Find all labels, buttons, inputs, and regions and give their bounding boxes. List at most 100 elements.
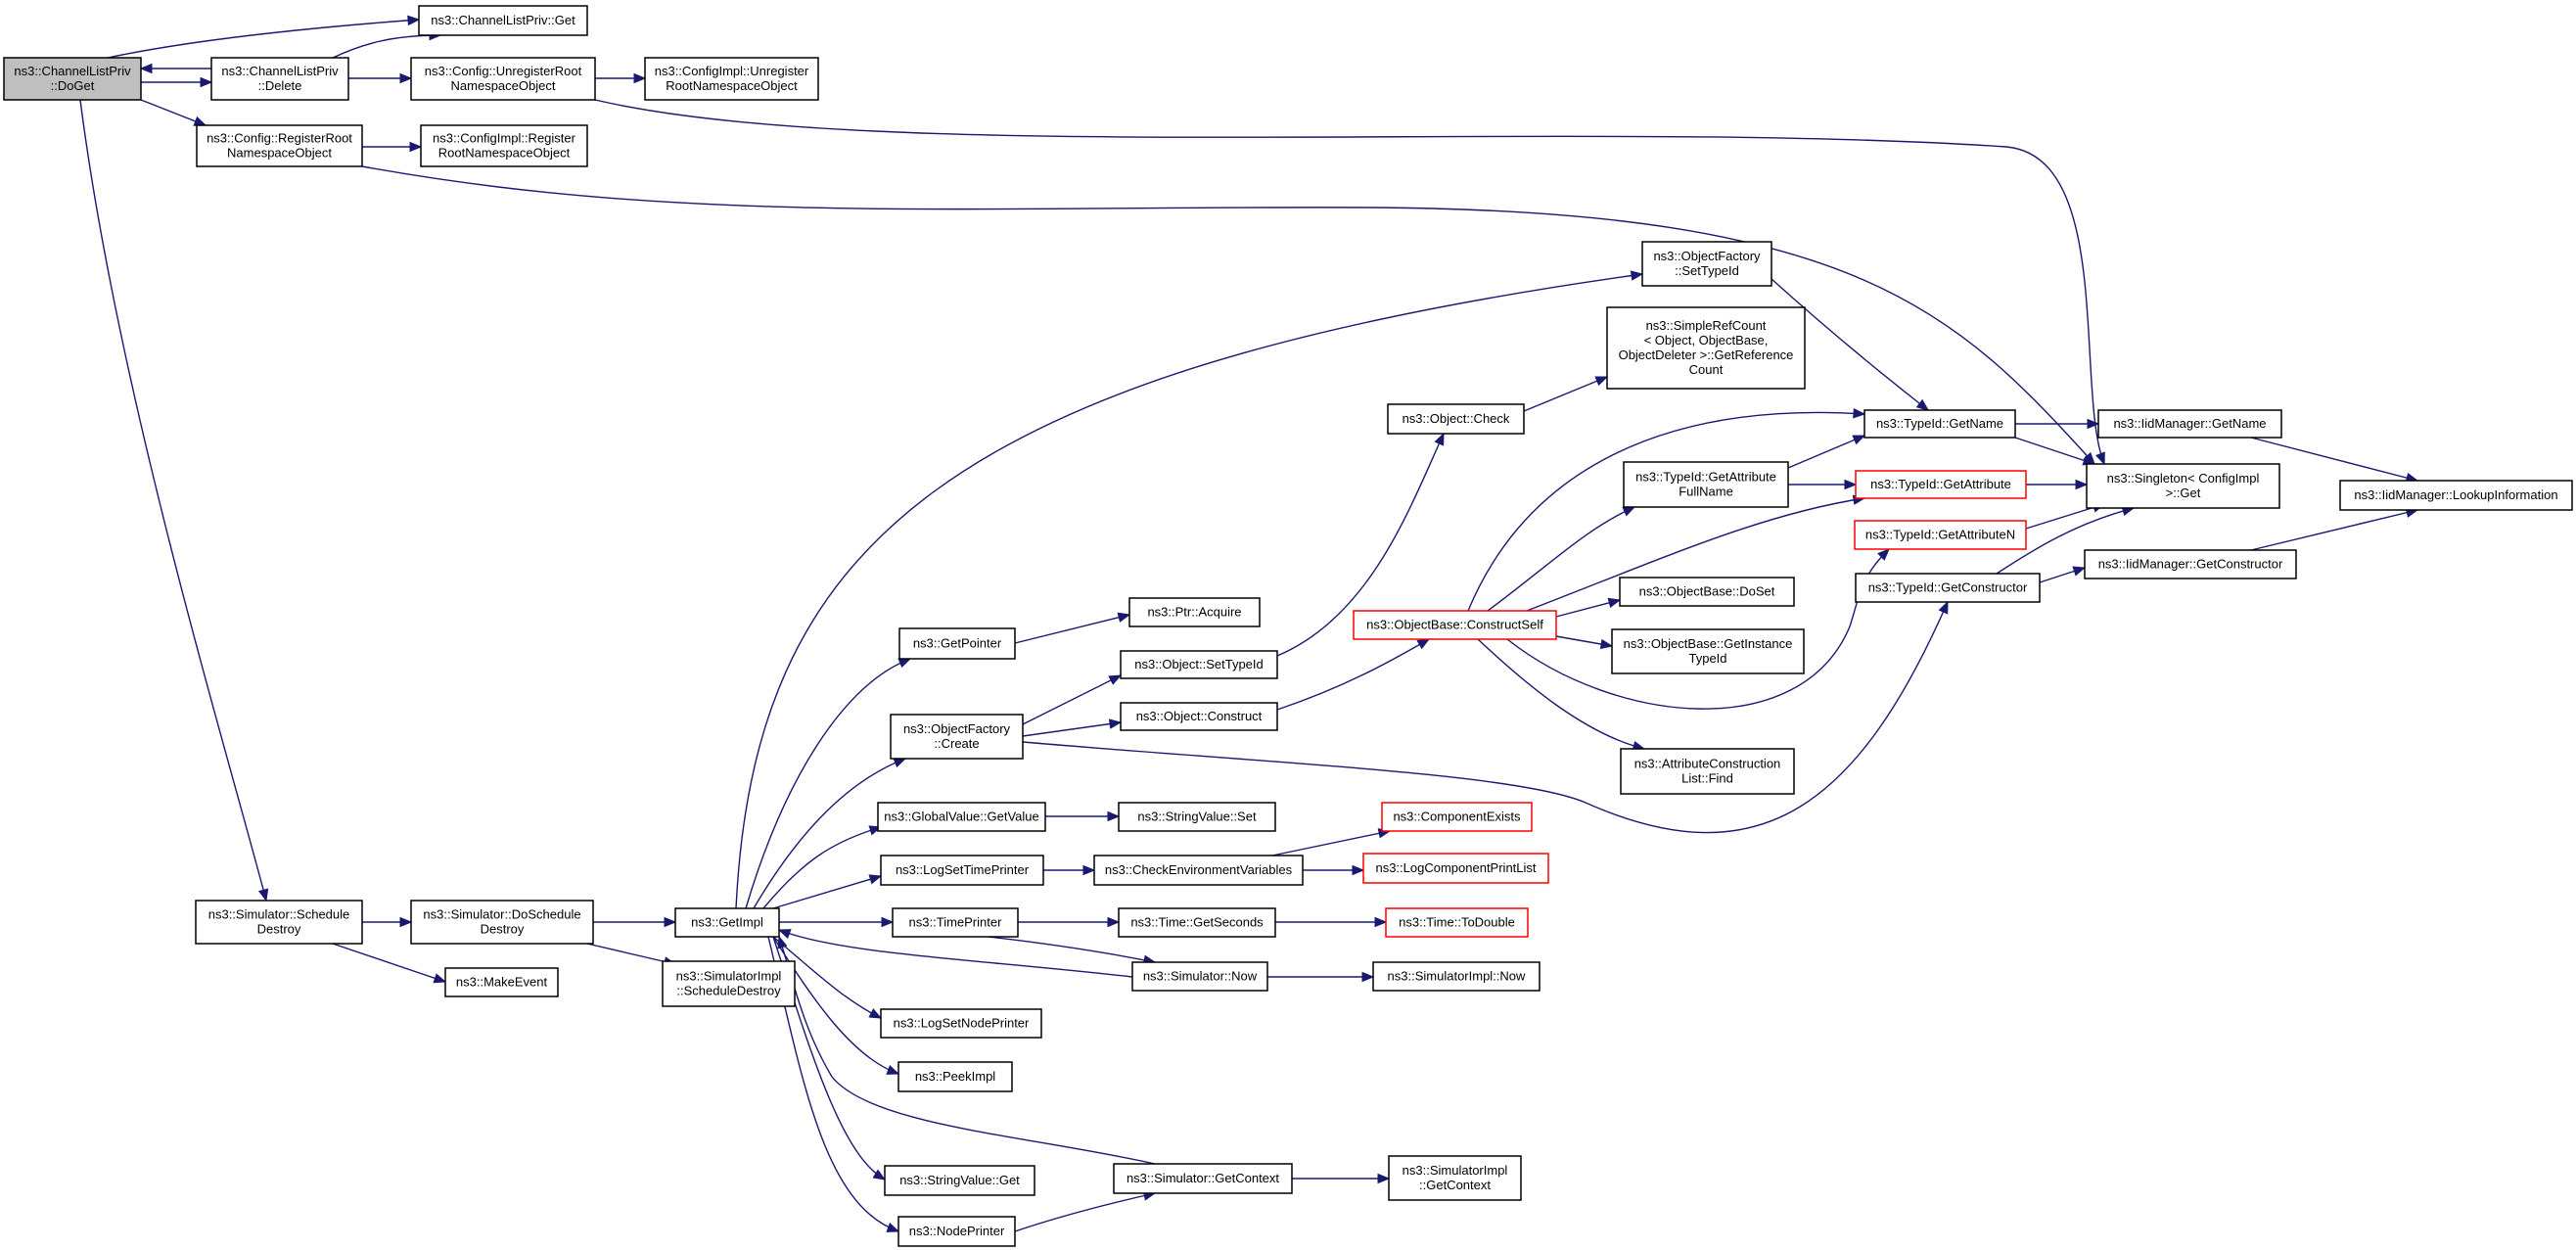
- node-clp-get[interactable]: ns3::ChannelListPriv::Get: [418, 5, 588, 36]
- node-ob-doset[interactable]: ns3::ObjectBase::DoSet: [1619, 577, 1795, 607]
- node-singleton-get[interactable]: ns3::Singleton< ConfigImpl >::Get: [2086, 463, 2280, 509]
- node-box: [2086, 463, 2280, 509]
- node-time-getseconds[interactable]: ns3::Time::GetSeconds: [1118, 907, 1276, 938]
- node-box: [897, 1061, 1013, 1092]
- node-clp-delete[interactable]: ns3::ChannelListPriv::Delete: [210, 57, 349, 101]
- node-label-line: ns3::ChannelListPriv: [14, 64, 131, 78]
- node-stringvalue-set[interactable]: ns3::StringValue::Set: [1118, 802, 1276, 832]
- node-box: [1128, 597, 1261, 627]
- node-typeid-getctor[interactable]: ns3::TypeId::GetConstructor: [1855, 573, 2041, 603]
- edge-iid_getctor-to-iid_lookup: [2250, 507, 2419, 551]
- node-iid-lookup[interactable]: ns3::IidManager::LookupInformation: [2339, 480, 2573, 511]
- node-label-line: ns3::MakeEvent: [456, 975, 548, 990]
- edge-line: [778, 929, 1133, 978]
- node-iid-getctor[interactable]: ns3::IidManager::GetConstructor: [2084, 549, 2297, 579]
- node-doget[interactable]: ns3::ChannelListPriv::DoGet: [3, 57, 142, 101]
- edge-line: [1271, 830, 1391, 856]
- node-stringvalue-get[interactable]: ns3::StringValue::Get: [884, 1165, 1035, 1196]
- node-box: [444, 967, 559, 997]
- node-typeid-getattrn[interactable]: ns3::TypeId::GetAttributeN: [1854, 520, 2027, 550]
- node-simimpl-getcontext[interactable]: ns3::SimulatorImpl::GetContext: [1388, 1155, 1522, 1201]
- edge-line: [140, 99, 207, 126]
- edge-typeid_getattr-to-singleton_get: [2026, 479, 2089, 490]
- edge-doget-to-cfg_reg: [140, 99, 207, 126]
- node-obj-settypeid[interactable]: ns3::Object::SetTypeId: [1120, 650, 1278, 679]
- edge-getimpl-to-peekimpl: [772, 936, 900, 1075]
- node-of-create[interactable]: ns3::ObjectFactory::Create: [890, 714, 1024, 760]
- edge-typeid_getctor-to-iid_getctor: [2039, 566, 2087, 583]
- node-cfgimpl-reg[interactable]: ns3::ConfigImpl::RegisterRootNamespaceOb…: [420, 124, 588, 167]
- edge-line: [1022, 721, 1122, 737]
- node-checkenv[interactable]: ns3::CheckEnvironmentVariables: [1093, 855, 1304, 886]
- node-sim-getcontext[interactable]: ns3::Simulator::GetContext: [1113, 1163, 1293, 1194]
- node-typeid-getname[interactable]: ns3::TypeId::GetName: [1863, 409, 2016, 439]
- node-label-line: ns3::Ptr::Acquire: [1147, 605, 1241, 620]
- node-box: [1641, 241, 1772, 287]
- node-globalvalue[interactable]: ns3::GlobalValue::GetValue: [877, 802, 1046, 832]
- node-peekimpl[interactable]: ns3::PeekImpl: [897, 1061, 1013, 1092]
- node-compexists[interactable]: ns3::ComponentExists: [1381, 802, 1533, 832]
- edge-line: [2250, 509, 2418, 551]
- edge-typeid_getname-to-iid_getname: [2015, 418, 2100, 430]
- node-makeevent[interactable]: ns3::MakeEvent: [444, 967, 559, 997]
- node-label-line: ns3::TypeId::GetName: [1876, 416, 2003, 431]
- node-label-line: ns3::GlobalValue::GetValue: [884, 810, 1039, 824]
- node-cfgimpl-unreg[interactable]: ns3::ConfigImpl::UnregisterRootNamespace…: [644, 57, 819, 101]
- node-obj-check[interactable]: ns3::Object::Check: [1387, 403, 1525, 435]
- node-box: [210, 57, 349, 101]
- edge-line: [107, 19, 420, 59]
- node-timeprinter[interactable]: ns3::TimePrinter: [892, 907, 1019, 938]
- node-cfg-unreg[interactable]: ns3::Config::UnregisterRootNamespaceObje…: [410, 57, 596, 101]
- node-nodeprinter[interactable]: ns3::NodePrinter: [897, 1216, 1016, 1247]
- edge-line: [361, 165, 2095, 465]
- node-getimpl[interactable]: ns3::GetImpl: [674, 907, 780, 938]
- node-time-todouble[interactable]: ns3::Time::ToDouble: [1385, 907, 1529, 938]
- node-ob-constructself[interactable]: ns3::ObjectBase::ConstructSelf: [1353, 610, 1557, 640]
- node-logcompprint[interactable]: ns3::LogComponentPrintList: [1362, 853, 1549, 884]
- node-box: [195, 900, 363, 945]
- edge-ob_constructself-to-ob_doset: [1555, 597, 1622, 618]
- node-box: [2339, 480, 2573, 511]
- node-getpointer[interactable]: ns3::GetPointer: [898, 627, 1016, 660]
- node-label-line: NamespaceObject: [451, 78, 556, 93]
- node-simimpl-scheddestroy[interactable]: ns3::SimulatorImpl::ScheduleDestroy: [662, 960, 796, 1007]
- node-label-line: ns3::Simulator::DoSchedule: [423, 907, 580, 922]
- node-label-line: ns3::SimulatorImpl: [676, 969, 782, 984]
- node-simimpl-now[interactable]: ns3::SimulatorImpl::Now: [1372, 961, 1541, 992]
- node-iid-getname[interactable]: ns3::IidManager::GetName: [2097, 409, 2282, 439]
- node-obj-construct[interactable]: ns3::Object::Construct: [1120, 702, 1278, 731]
- edge-line: [772, 875, 882, 909]
- arrowhead: [257, 888, 269, 903]
- node-label-line: ns3::TypeId::GetAttributeN: [1865, 528, 2015, 542]
- arrowhead: [1082, 864, 1096, 876]
- arrowhead: [2087, 418, 2100, 430]
- node-simplerefcount[interactable]: ns3::SimpleRefCount< Object, ObjectBase,…: [1606, 306, 1806, 390]
- node-logsetnodeprinter[interactable]: ns3::LogSetNodePrinter: [880, 1008, 1042, 1039]
- arrowhead: [1361, 971, 1375, 983]
- arrowhead: [777, 935, 788, 949]
- node-label-line: ns3::ObjectFactory: [1653, 249, 1761, 263]
- node-sim-now[interactable]: ns3::Simulator::Now: [1131, 961, 1268, 992]
- node-label-line: TypeId: [1688, 651, 1726, 666]
- node-typeid-getattr[interactable]: ns3::TypeId::GetAttribute: [1855, 470, 2027, 499]
- node-of-settypeid[interactable]: ns3::ObjectFactory::SetTypeId: [1641, 241, 1772, 287]
- edge-getimpl-to-of_settypeid: [735, 270, 1644, 909]
- arrowhead: [1377, 1173, 1391, 1184]
- node-label-line: ::SetTypeId: [1675, 263, 1739, 278]
- node-ptr-acquire[interactable]: ns3::Ptr::Acquire: [1128, 597, 1261, 627]
- node-label-line: ns3::TypeId::GetConstructor: [1868, 580, 2028, 595]
- edge-sim_getcontext-to-simimpl_getcontext: [1292, 1173, 1391, 1184]
- arrowhead: [1107, 916, 1121, 928]
- edge-obj_construct-to-ob_constructself: [1276, 638, 1431, 711]
- node-box: [1611, 628, 1805, 674]
- arrowhead: [399, 72, 413, 84]
- node-logsettimeprinter[interactable]: ns3::LogSetTimePrinter: [880, 855, 1044, 886]
- node-label-line: ns3::GetImpl: [691, 915, 763, 930]
- edge-cfg_unreg-to-cfgimpl_unreg: [595, 72, 647, 84]
- node-sim-scheddestroy[interactable]: ns3::Simulator::ScheduleDestroy: [195, 900, 363, 945]
